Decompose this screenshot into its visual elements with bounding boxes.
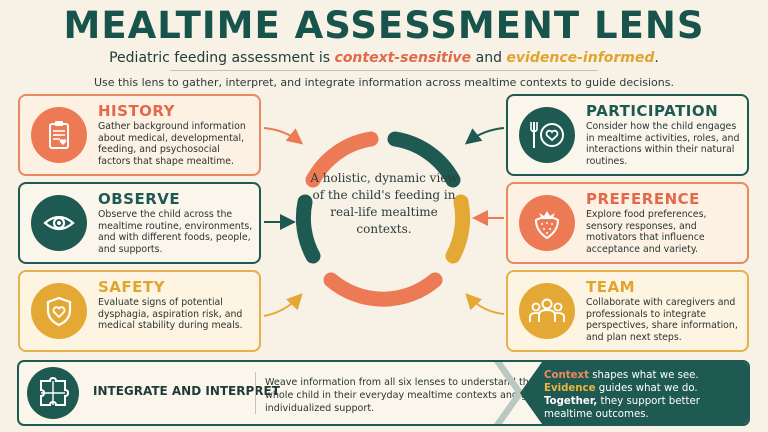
lens-body-team: Collaborate with caregivers and professi… [586,297,738,343]
banner-takeaway: Context shapes what we see. Evidence guid… [544,369,728,421]
lens-body-preference: Explore food preferences, sensory respon… [586,209,707,255]
lens-body-participation: Consider how the child engages in mealti… [586,121,740,167]
subtitle-prefix: Pediatric feeding assessment is [109,50,335,66]
lens-card-observe: OBSERVE Observe the child across the mea… [18,182,261,264]
takeaway-together-key: Together, [544,396,598,407]
takeaway-context-key: Context [544,370,589,381]
lens-heading-safety: SAFETY [98,278,165,296]
lens-body-history: Gather background information about medi… [98,121,246,167]
page-title: MEALTIME ASSESSMENT LENS [63,4,705,47]
lens-body-safety: Evaluate signs of potential dysphagia, a… [98,297,243,332]
lens-heading-preference: PREFERENCE [586,190,700,208]
lens-heading-history: HISTORY [98,102,176,120]
lens-ring [295,131,471,307]
ring-segment-history [305,131,379,188]
takeaway-evidence-key: Evidence [544,383,596,394]
puzzle-icon [27,367,79,419]
subtitle-mid: and [471,50,507,66]
lens-card-safety: SAFETY Evaluate signs of potential dysph… [18,270,261,352]
title-divider [170,70,598,71]
banner-text: Weave information from all six lenses to… [265,377,548,414]
shield-heart-icon [31,283,87,339]
lens-body-observe: Observe the child across the mealtime ro… [98,209,253,255]
ring-segment-participation [387,131,461,188]
takeaway-together-text: they support better mealtime outcomes. [544,396,700,420]
lens-heading-team: TEAM [586,278,636,296]
lens-heading-participation: PARTICIPATION [586,102,719,120]
intro-text: Use this lens to gather, interpret, and … [94,76,674,89]
subtitle-emphasis-context: context-sensitive [334,50,472,66]
lens-card-participation: PARTICIPATION Consider how the child eng… [506,94,749,176]
ring-segment-preference [445,194,471,264]
banner-divider [255,372,256,414]
takeaway-evidence-text: guides what we do. [595,383,698,394]
ring-segment-safety [295,194,321,264]
banner-chevron-panel [520,362,748,424]
takeaway-context-text: shapes what we see. [588,370,699,381]
lens-card-team: TEAM Collaborate with caregivers and pro… [506,270,749,352]
strawberry-icon [519,195,575,251]
subtitle-emphasis-evidence: evidence-informed [506,50,655,66]
integrate-banner: INTEGRATE AND INTERPRET Weave informatio… [17,360,750,426]
lens-card-preference: PREFERENCE Explore food preferences, sen… [506,182,749,264]
lens-card-history: HISTORY Gather background information ab… [18,94,261,176]
lens-heading-observe: OBSERVE [98,190,181,208]
banner-title: INTEGRATE AND INTERPRET [93,384,280,398]
center-summary: A holistic, dynamic view of the child's … [310,171,458,236]
page-subtitle: Pediatric feeding assessment is context-… [0,50,768,66]
subtitle-suffix: . [654,50,659,66]
eye-icon [31,195,87,251]
fork-plate-heart-icon [519,107,575,163]
ring-segment-team [323,272,443,307]
people-group-icon [519,283,575,339]
clipboard-heart-icon [31,107,87,163]
